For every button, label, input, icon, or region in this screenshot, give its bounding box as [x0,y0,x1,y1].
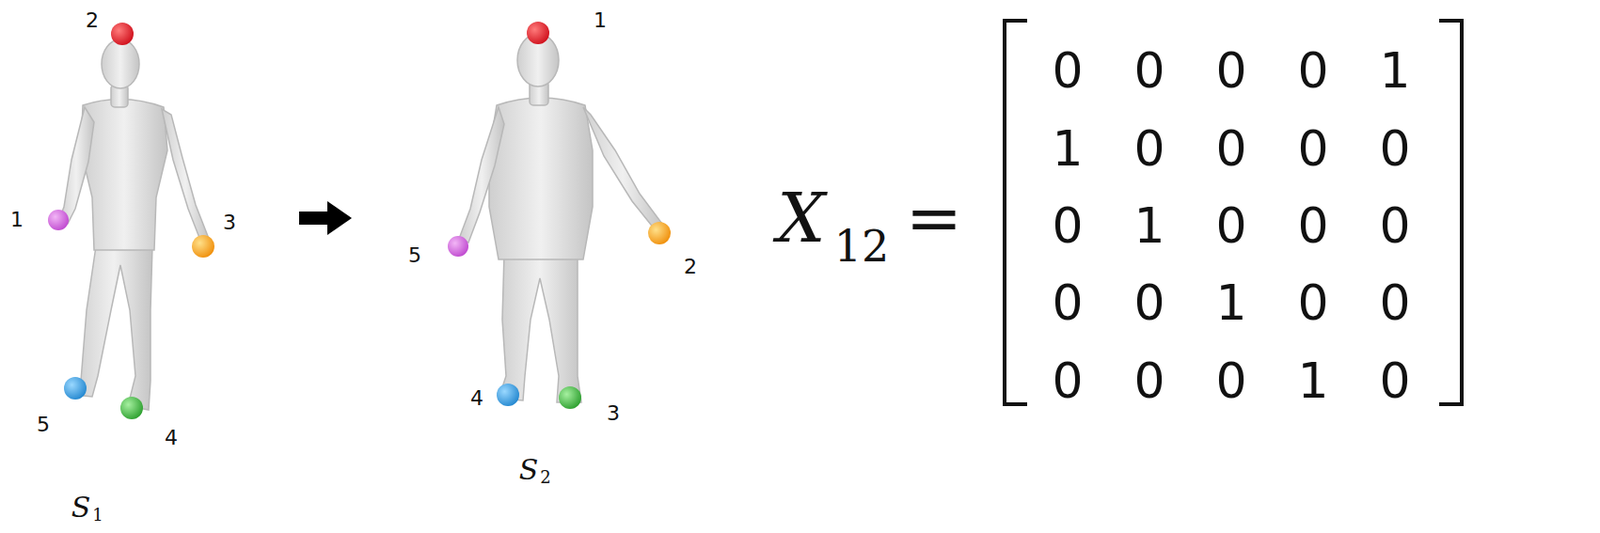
callout-number: 3 [222,212,237,234]
matrix-entry: 0 [1133,278,1165,328]
matrix-entry: 0 [1215,201,1247,251]
matrix-subscript: 12 [834,224,890,269]
shape-name: S [71,493,92,523]
matrix-entry: 0 [1378,356,1410,406]
matrix-entry: 1 [1051,124,1083,174]
matrix-entry: 0 [1133,124,1165,174]
human-figure [459,33,663,403]
matrix-entry: 0 [1133,356,1165,406]
callout-number: 4 [164,427,178,449]
callout-number: 4 [470,388,484,410]
matrix-entry: 0 [1215,46,1247,96]
matrix-entry: 0 [1378,278,1410,328]
matrix-bracket [1439,20,1462,405]
matrix-entry: 0 [1297,46,1329,96]
matrix-entry: 0 [1051,278,1083,328]
matrix-entry: 0 [1133,46,1165,96]
matrix-entry: 1 [1378,46,1410,96]
landmark-dot [526,21,550,45]
callout-number: 5 [36,414,50,436]
matrix-entry: 0 [1051,356,1083,406]
matrix-entry: 0 [1215,124,1247,174]
matrix-entry: 0 [1297,124,1329,174]
matrix-entry: 0 [1051,46,1083,96]
callout-number: 1 [593,10,607,32]
human-figure [58,39,209,411]
equals-sign: = [905,184,963,253]
shape-subscript: 1 [92,506,103,524]
matrix-name: X [776,184,825,253]
shape-subscript: 2 [539,469,551,487]
landmark-dot [648,221,671,245]
matrix-bracket [1004,20,1028,405]
callout-number: 2 [683,256,698,278]
callout-number: 2 [85,10,99,32]
matrix-entry: 0 [1297,201,1329,251]
landmark-dot [120,396,143,420]
landmark-dot [110,22,134,46]
matrix-entry: 0 [1215,356,1247,406]
matrix-entry: 0 [1378,124,1410,174]
callout-number: 5 [408,245,422,267]
landmark-dot [191,235,215,258]
callout-number: 3 [606,403,620,425]
shape-name: S [519,456,539,485]
mapping-arrow [299,201,352,236]
matrix-entry: 1 [1215,278,1247,328]
landmark-dot [558,386,582,410]
matrix-entry: 1 [1133,201,1165,251]
matrix-entry: 1 [1297,356,1329,406]
matrix-entry: 0 [1297,278,1329,328]
landmark-dot [447,236,469,257]
matrix-entry: 0 [1378,201,1410,251]
callout-number: 1 [10,209,24,231]
landmark-dot [63,377,87,400]
landmark-dot [47,209,69,231]
matrix-entry: 0 [1051,201,1083,251]
landmark-dot [496,383,520,407]
